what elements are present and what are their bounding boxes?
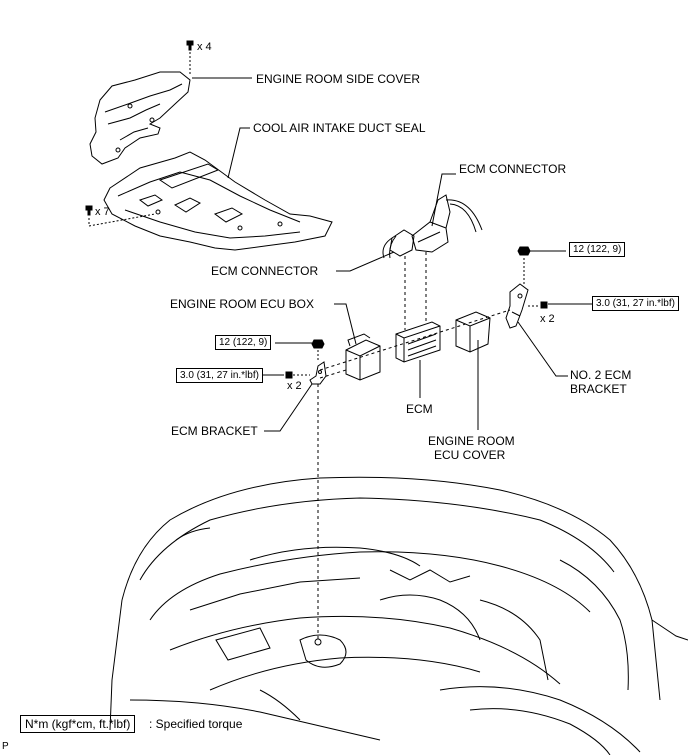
- label-no2-ecm-bracket-1: NO. 2 ECM: [570, 368, 632, 382]
- torque-bolt-left: 3.0 (31, 27 in.*lbf): [176, 368, 263, 383]
- label-ecm-connector-top: ECM CONNECTOR: [459, 162, 567, 176]
- leader-connector-top: [431, 173, 456, 227]
- label-cool-air-intake-duct-seal: COOL AIR INTAKE DUCT SEAL: [253, 121, 426, 135]
- legend-description: : Specified torque: [149, 717, 243, 731]
- leader-no2-bracket: [517, 321, 568, 377]
- label-engine-room-ecu-box: ENGINE ROOM ECU BOX: [170, 297, 315, 311]
- label-engine-room-ecu-cover-1: ENGINE ROOM: [428, 434, 515, 448]
- bolt-icon: [85, 205, 156, 227]
- leader-seal: [227, 127, 250, 179]
- ecm-connector-top: [411, 194, 483, 253]
- cool-air-intake-duct-seal: [103, 151, 333, 251]
- ecm-bracket: [309, 361, 327, 385]
- bolt-icon: [186, 40, 194, 74]
- bolt-icon: [285, 371, 310, 379]
- legend-torque-unit: N*m (kgf*cm, ft.*lbf): [20, 715, 136, 733]
- label-ecm-connector-left: ECM CONNECTOR: [211, 264, 319, 278]
- torque-nut-left: 12 (122, 9): [215, 335, 272, 350]
- leader-connector-left: [336, 251, 395, 272]
- label-no2-ecm-bracket-2: BRACKET: [570, 382, 627, 396]
- torque-bolt-right: 3.0 (31, 27 in.*lbf): [592, 296, 679, 311]
- nut-icon: [517, 246, 531, 284]
- engine-room-ecu-cover: [455, 311, 491, 353]
- corner-mark: P: [2, 741, 9, 752]
- ecm-connector-left: [382, 229, 415, 259]
- leader-ecu-box: [334, 303, 357, 345]
- bolt-count-x7: x 7: [95, 206, 110, 218]
- assembly-guide-lines: [319, 252, 511, 379]
- label-engine-room-side-cover: ENGINE ROOM SIDE COVER: [256, 72, 421, 86]
- label-ecm-bracket: ECM BRACKET: [171, 424, 258, 438]
- engine-room-side-cover: [89, 71, 191, 165]
- leader-ecm-bracket: [264, 383, 313, 432]
- vehicle-engine-compartment: [109, 476, 688, 755]
- torque-nut-right: 12 (122, 9): [569, 242, 626, 257]
- bolt-count-x4: x 4: [197, 41, 212, 53]
- no2-ecm-bracket: [505, 283, 529, 329]
- bolt-icon: [528, 301, 548, 309]
- label-engine-room-ecu-cover-2: ECU COVER: [434, 448, 506, 462]
- bolt-count-x2-left: x 2: [287, 380, 302, 392]
- engine-room-ecu-box: [345, 333, 381, 381]
- label-ecm: ECM: [406, 402, 433, 416]
- nut-icon: [311, 339, 325, 362]
- bolt-count-x2-right: x 2: [540, 313, 555, 325]
- ecm-unit: [395, 321, 441, 363]
